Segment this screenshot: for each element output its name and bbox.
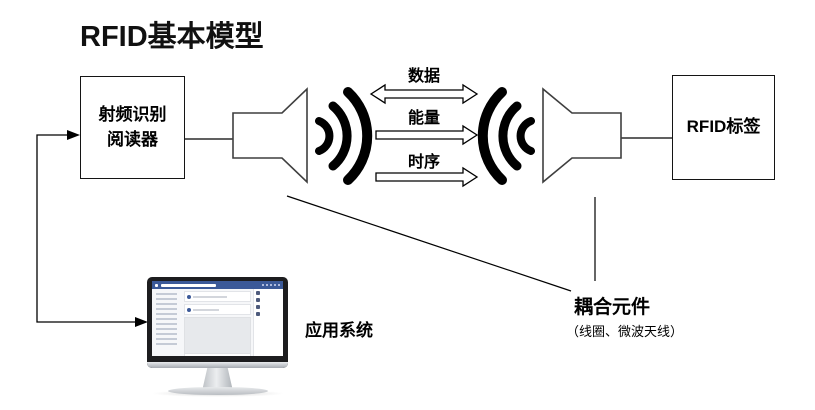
nav-dot-icon	[278, 284, 280, 286]
nav-dot-icon	[262, 284, 264, 286]
screen-post-composer	[184, 291, 251, 302]
reader-box-label: 射频识别 阅读器	[98, 104, 167, 149]
wave-arc-small-left	[315, 117, 334, 155]
coupling-element-label: 耦合元件	[574, 297, 651, 318]
data-double-arrow	[369, 83, 479, 105]
avatar	[256, 291, 260, 295]
energy-right-arrow	[375, 124, 479, 146]
text-line	[193, 295, 227, 298]
reader-box: 射频识别 阅读器	[80, 76, 185, 179]
timing-right-arrow	[375, 166, 479, 188]
wave-arc-large-left	[343, 87, 373, 185]
tag-box-label: RFID标签	[686, 117, 761, 137]
screen-post	[184, 304, 251, 315]
arrowhead-into-reader	[67, 130, 80, 140]
arrow-label-energy: 能量	[407, 110, 441, 127]
screen-menu-lines	[156, 293, 177, 348]
avatar	[187, 307, 191, 312]
contact-row	[256, 291, 283, 295]
wave-arc-small-right	[516, 117, 535, 155]
contact-row	[256, 312, 283, 316]
screen-search-bar	[161, 283, 216, 287]
nav-dot-icon	[274, 284, 276, 286]
nav-dot-icon	[270, 284, 272, 286]
wave-arcs-left	[315, 87, 373, 185]
text-line	[193, 308, 219, 311]
nav-dot-icon	[266, 284, 268, 286]
monitor-chin	[147, 362, 288, 368]
reader-app-elbow-line	[36, 134, 137, 323]
screen-photo-placeholder	[184, 317, 251, 354]
avatar	[187, 294, 191, 299]
contact-row	[256, 298, 283, 302]
wave-arc-medium-left	[328, 101, 352, 171]
page-title: RFID基本模型	[80, 21, 264, 53]
screen-topbar	[152, 281, 283, 289]
coupling-element-note: （线圈、微波天线）	[566, 324, 684, 339]
screen-left-menu	[152, 289, 182, 356]
monitor-stand	[202, 368, 233, 389]
arrowhead-into-monitor	[135, 317, 148, 327]
screen-body	[152, 289, 283, 356]
screen-contacts-panel	[253, 289, 283, 356]
application-system-label: 应用系统	[305, 321, 373, 340]
screen-feed	[182, 289, 253, 356]
desktop-monitor	[147, 277, 288, 397]
wave-arcs-right	[477, 87, 535, 185]
avatar	[256, 312, 260, 316]
monitor-screen	[152, 281, 283, 356]
tag-box: RFID标签	[672, 75, 775, 180]
monitor-frame	[147, 277, 288, 368]
antenna-horn-left	[232, 87, 308, 184]
wave-arc-medium-right	[498, 101, 522, 171]
avatar	[256, 298, 260, 302]
wave-arc-large-right	[477, 87, 507, 185]
contact-row	[256, 305, 283, 309]
screen-nav-icons	[262, 284, 280, 286]
coupling-pointer-diagonal	[286, 195, 572, 292]
antenna-horn-right	[542, 87, 622, 184]
arrow-label-timing: 时序	[407, 154, 441, 171]
arrow-label-data: 数据	[407, 68, 441, 85]
screen-logo-icon	[155, 283, 158, 287]
monitor-base	[167, 387, 268, 395]
screen-post-actions	[184, 354, 251, 356]
avatar	[256, 305, 260, 309]
